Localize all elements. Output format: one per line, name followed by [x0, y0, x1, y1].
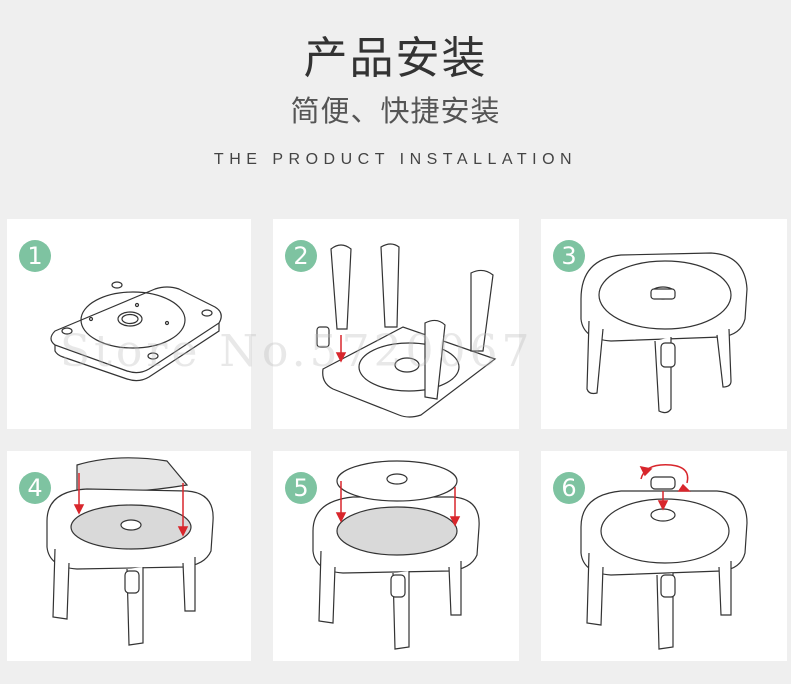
insert-mesh-board-illustration [46, 457, 214, 646]
page-subtitle: 简便、快捷安装 [290, 94, 501, 128]
english-heading: THE PRODUCT INSTALLATION [213, 151, 578, 168]
step-panel-1: 1 [7, 219, 251, 429]
place-cover-board-illustration [312, 460, 480, 650]
step-number-badge: 1 [19, 240, 51, 272]
store-watermark: Store No.5720067 [60, 326, 534, 377]
attach-legs-illustration [316, 243, 497, 418]
step-number-badge: 5 [285, 472, 317, 504]
step-panel-4: 4 [7, 451, 251, 661]
step-panel-6: 6 [541, 451, 787, 661]
tabletop-underside-illustration [50, 281, 222, 382]
assembled-table-illustration [580, 252, 748, 414]
step-number-badge: 2 [285, 240, 317, 272]
step-number-badge: 4 [19, 472, 51, 504]
step-number-badge: 6 [553, 472, 585, 504]
step-number-badge: 3 [553, 240, 585, 272]
page-title: 产品安装 [303, 33, 488, 84]
step-panel-5: 5 [273, 451, 519, 661]
step-panel-3: 3 [541, 219, 787, 429]
screw-knob-illustration [580, 464, 748, 650]
step-panel-2: 2 [273, 219, 519, 429]
